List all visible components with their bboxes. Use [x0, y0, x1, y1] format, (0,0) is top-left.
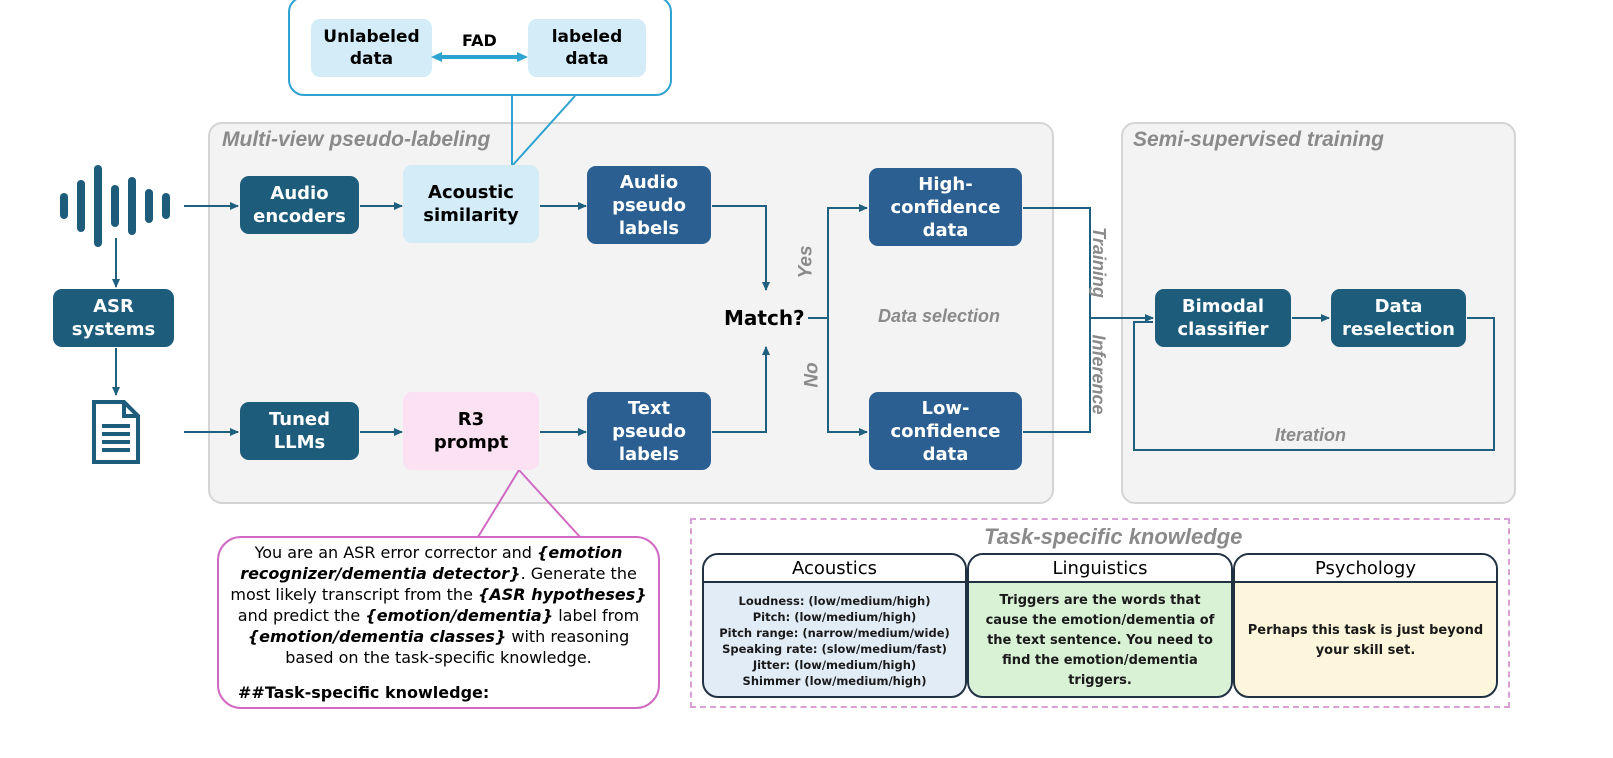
prompt-text-1: You are an ASR error corrector and — [254, 543, 538, 562]
prompt-text-3: and predict the — [237, 606, 366, 625]
prompt-emph-3: {emotion/dementia} — [365, 606, 554, 625]
acoustics-column: Acoustics Loudness: (low/medium/high) Pi… — [702, 553, 967, 698]
acoustics-body: Loudness: (low/medium/high) Pitch: (low/… — [719, 593, 950, 688]
linguistics-header: Linguistics — [969, 555, 1231, 583]
text-pseudo-labels-box: Text pseudo labels — [587, 392, 711, 470]
labeled-data-box: labeled data — [528, 19, 646, 77]
prompt-text-5: with reasoning based on the task-specifi… — [285, 627, 630, 667]
inference-label: Inference — [1088, 334, 1109, 415]
match-decision-label: Match? — [724, 306, 805, 330]
text-document-icon — [92, 400, 140, 464]
task-specific-knowledge-frame — [690, 518, 1510, 708]
data-reselection-box: Data reselection — [1331, 289, 1466, 347]
fad-label: FAD — [462, 31, 497, 50]
linguistics-column: Linguistics Triggers are the words that … — [967, 553, 1233, 698]
yes-label: Yes — [795, 245, 817, 279]
no-label: No — [801, 362, 823, 388]
psychology-column: Psychology Perhaps this task is just bey… — [1233, 553, 1498, 698]
audio-waveform-icon — [60, 165, 170, 247]
acoustic-similarity-box: Acoustic similarity — [403, 165, 539, 243]
iteration-label: Iteration — [1275, 425, 1347, 445]
prompt-text-2: . Generate the most likely transcript fr… — [230, 564, 637, 604]
semi-supervised-panel-title: Semi-supervised training — [1133, 128, 1384, 151]
unlabeled-data-box: Unlabeled data — [311, 19, 432, 77]
prompt-instruction-text: You are an ASR error corrector and {emot… — [226, 542, 651, 668]
audio-pseudo-labels-box: Audio pseudo labels — [587, 166, 711, 244]
r3-prompt-box: R3 prompt — [403, 392, 539, 470]
acoustics-header: Acoustics — [704, 555, 965, 583]
task-specific-knowledge-title: Task-specific knowledge — [984, 524, 1243, 549]
bimodal-classifier-box: Bimodal classifier — [1155, 289, 1291, 347]
prompt-emph-4: {emotion/dementia classes} — [247, 627, 507, 646]
multi-view-panel-title: Multi-view pseudo-labeling — [222, 128, 491, 151]
audio-encoders-box: Audio encoders — [240, 176, 359, 234]
psychology-header: Psychology — [1235, 555, 1496, 583]
asr-systems-box: ASR systems — [53, 289, 174, 347]
prompt-text-4: label from — [553, 606, 640, 625]
psychology-body: Perhaps this task is just beyond your sk… — [1247, 622, 1484, 658]
tuned-llms-box: Tuned LLMs — [240, 402, 359, 460]
prompt-knowledge-heading: ##Task-specific knowledge: — [238, 683, 490, 702]
data-selection-label: Data selection — [878, 306, 1001, 326]
prompt-callout — [217, 536, 660, 709]
linguistics-body: Triggers are the words that cause the em… — [985, 592, 1215, 688]
high-confidence-data-box: High- confidence data — [869, 168, 1022, 246]
training-label: Training — [1088, 227, 1109, 298]
prompt-emph-1: {emotion recognizer/dementia detector} — [240, 543, 623, 583]
low-confidence-data-box: Low- confidence data — [869, 392, 1022, 470]
prompt-emph-2: {ASR hypotheses} — [478, 585, 647, 604]
